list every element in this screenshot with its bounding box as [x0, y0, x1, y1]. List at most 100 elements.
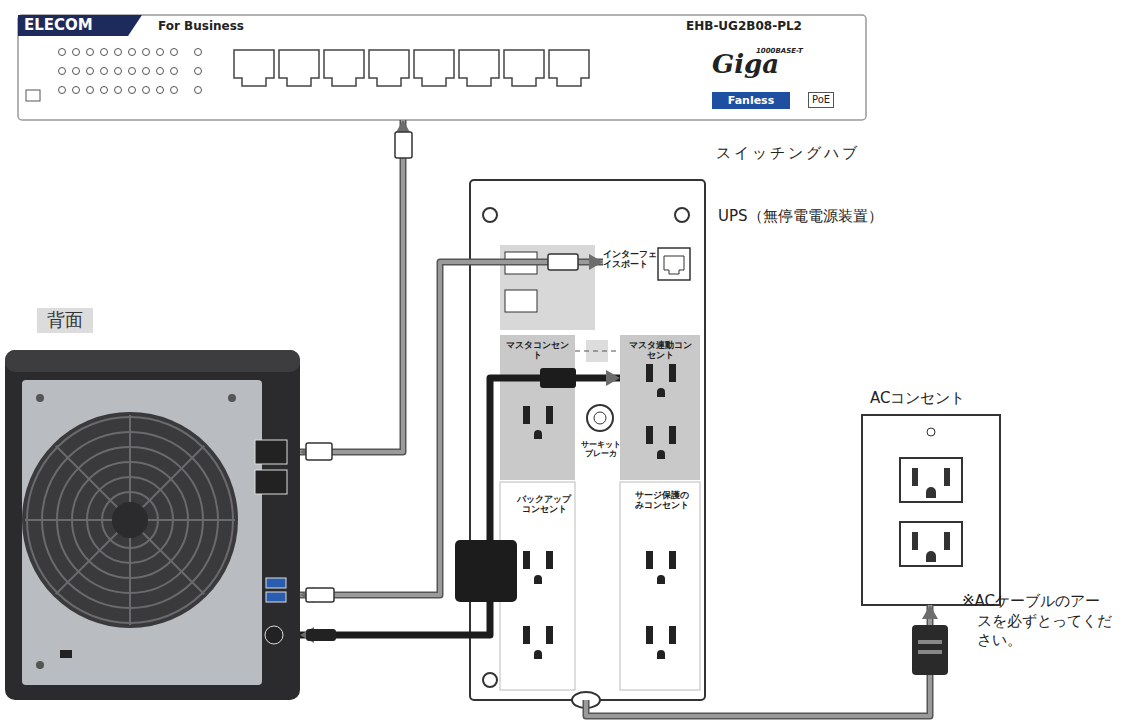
- led: [129, 49, 136, 56]
- outlet-ground: [657, 450, 665, 459]
- led: [101, 49, 108, 56]
- outlet-slot: [669, 426, 676, 444]
- outlet-slot: [523, 551, 530, 569]
- led: [73, 68, 80, 75]
- led: [157, 68, 164, 75]
- hub-body: [18, 15, 866, 120]
- socket-slot: [912, 468, 918, 486]
- surge-outlet: サージ保護のみコンセント: [620, 482, 700, 690]
- ac-adapter: [455, 540, 517, 602]
- outlet-slot: [669, 626, 676, 644]
- breaker-symbol: [594, 412, 606, 424]
- nas-screw: [36, 394, 44, 402]
- cable: [586, 605, 930, 716]
- outlet-slot: [646, 364, 653, 382]
- cable-outline: [300, 262, 603, 595]
- surge-area: [620, 482, 700, 690]
- led: [59, 87, 66, 94]
- ups-screw: [675, 208, 689, 222]
- outlet-slot: [646, 551, 653, 569]
- outlet-slot: [546, 406, 553, 424]
- led: [115, 87, 122, 94]
- outlet-slot: [523, 406, 530, 424]
- led: [171, 68, 178, 75]
- cable-connector: [300, 120, 411, 460]
- master-area: [500, 335, 575, 480]
- device-label: スイッチングハブ: [716, 145, 860, 162]
- rj45-port: [549, 50, 589, 86]
- ac-plug-ridge: [918, 640, 942, 644]
- interface-port-icon: [664, 256, 684, 274]
- nas-fan-grill: [25, 415, 235, 625]
- dashed-link: [575, 351, 620, 352]
- lan-plug: [395, 132, 412, 158]
- device-label: UPS（無停電電源装置）: [718, 208, 883, 225]
- arrow-head: [922, 605, 938, 619]
- series-label: For Business: [158, 20, 244, 34]
- dc-plug: [306, 629, 336, 641]
- note-text: ※ACケーブルのアースを必ずとってください。: [962, 592, 1112, 651]
- led: [129, 87, 136, 94]
- master-linked-area: [620, 335, 700, 480]
- led: [129, 68, 136, 75]
- nas-body: [5, 350, 300, 700]
- nas-panel: [22, 380, 262, 685]
- nas-usb-port: [266, 578, 286, 588]
- nas-fan: [22, 412, 238, 628]
- brand-logo: ELECOM: [24, 17, 93, 34]
- hub-leds: [59, 49, 202, 94]
- led: [87, 49, 94, 56]
- view-label: 背面: [37, 308, 93, 333]
- ac-plug: [912, 625, 948, 675]
- outlet-label: サージ保護のみコンセント: [632, 490, 692, 511]
- led: [73, 87, 80, 94]
- socket: [900, 458, 962, 502]
- ac-plug-ridge: [918, 650, 942, 654]
- ups-screw: [483, 673, 497, 687]
- lan-plug: [306, 443, 332, 460]
- interface-port-icon: [658, 248, 690, 280]
- outlet-label: バックアップコンセント: [516, 494, 572, 515]
- led: [157, 49, 164, 56]
- circuit-breaker: サーキットブレーカ: [580, 438, 622, 466]
- device-label: ACコンセント: [870, 390, 965, 407]
- hub-logo-band: [18, 15, 142, 36]
- outlet-slot: [646, 426, 653, 444]
- nas-screw: [228, 394, 236, 402]
- cable-outline: [300, 378, 620, 635]
- led: [101, 68, 108, 75]
- interface-port: インターフェイスポート: [603, 246, 693, 282]
- led: [143, 68, 150, 75]
- fan-spoke: [56, 446, 204, 594]
- led: [143, 49, 150, 56]
- led: [59, 49, 66, 56]
- outlet-label: マスタ連動コンセント: [625, 340, 695, 361]
- hub-ports: [234, 50, 589, 86]
- breaker-label: サーキットブレーカ: [580, 440, 622, 458]
- cable-connector: [300, 254, 603, 603]
- led: [195, 49, 202, 56]
- nas-fan-hub: [112, 502, 148, 538]
- led: [101, 87, 108, 94]
- outlet-ground: [657, 650, 665, 659]
- arrow-head: [606, 370, 620, 386]
- led: [143, 87, 150, 94]
- cable: [300, 120, 403, 452]
- master-linked-outlet: マスタ連動コンセント: [620, 335, 700, 480]
- outlet-ground: [534, 575, 542, 584]
- rj45-port: [459, 50, 499, 86]
- led: [171, 87, 178, 94]
- ups-port: [505, 290, 537, 312]
- arrow-head: [589, 254, 603, 270]
- outlet-ground: [657, 388, 665, 397]
- cable-outline: [300, 120, 403, 452]
- socket-ground: [926, 551, 936, 562]
- led: [73, 49, 80, 56]
- outlet-slot: [546, 626, 553, 644]
- rj45-port: [279, 50, 319, 86]
- hub-button: [26, 90, 40, 101]
- poe-badge: PoE: [808, 92, 834, 108]
- led: [157, 87, 164, 94]
- master-outlet: マスタコンセント: [500, 335, 575, 480]
